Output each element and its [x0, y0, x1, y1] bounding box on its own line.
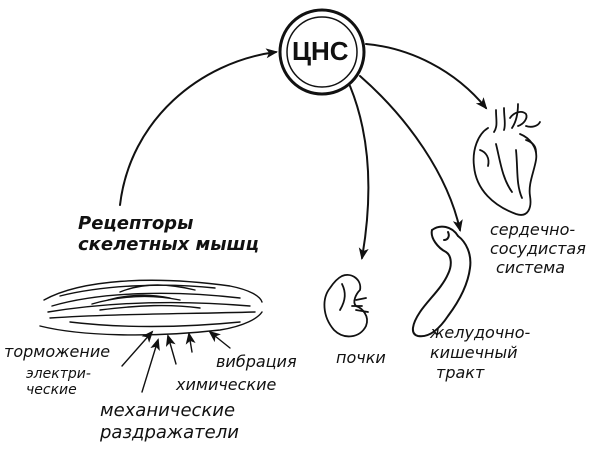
- cns-label: ЦНС: [292, 36, 349, 66]
- stimulus-electric-label-line2: ческие: [26, 382, 77, 398]
- stomach-drawing: [412, 225, 472, 338]
- gi-tract-label-line3: тракт: [436, 363, 485, 382]
- arrow-cns-to-gi-tract: [359, 75, 463, 232]
- arrow-cns-to-heart: [365, 43, 488, 110]
- stimulus-inhibition-label: торможение: [4, 342, 111, 361]
- arrow-receptors-to-cns: [119, 48, 278, 206]
- receptors-title-line2: скелетных мышц: [78, 234, 259, 255]
- cns-node: [278, 8, 366, 96]
- arrow-cns-to-kidneys: [349, 85, 370, 260]
- stimulus-irritants-label: раздражатели: [100, 422, 239, 443]
- stimulus-mechanical-label: механические: [100, 400, 236, 421]
- receptors-title-line1: Рецепторы: [78, 213, 194, 234]
- stimulus-electric-label-line1: электри-: [26, 366, 91, 382]
- gi-tract-label-line2: кишечный: [430, 343, 518, 362]
- stimulus-arrows: [121, 330, 231, 393]
- kidney-drawing: [323, 274, 369, 338]
- gi-tract-label-line1: желудочно-: [430, 323, 531, 342]
- heart-drawing: [472, 103, 541, 216]
- kidneys-label: почки: [336, 348, 386, 367]
- muscle-bundle: [39, 279, 263, 336]
- cardio-label-line1: сердечно-: [490, 220, 576, 239]
- stimulus-chemical-label: химические: [176, 375, 277, 394]
- cardio-label-line3: система: [496, 258, 566, 277]
- stimulus-vibration-label: вибрация: [216, 352, 297, 371]
- cardio-label-line2: сосудистая: [490, 239, 586, 258]
